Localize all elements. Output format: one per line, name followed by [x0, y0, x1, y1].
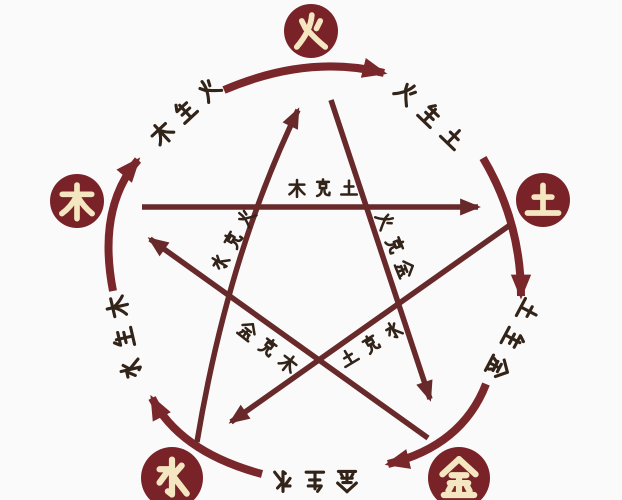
arc-earth-generates-metal [384, 382, 490, 469]
glyph-char [394, 258, 416, 280]
glyph-char [440, 123, 467, 150]
label-water-overcomes-fire [209, 207, 257, 272]
label-metal-overcomes-wood [236, 319, 300, 375]
glyph-char [147, 119, 177, 148]
label-earth-overcomes-water [338, 319, 404, 368]
glyph-char [171, 97, 198, 124]
glyph-char [104, 295, 130, 319]
glyph-char [258, 336, 279, 358]
arc-water-generates-wood [104, 157, 142, 292]
arc-wood-generates-fire [222, 57, 388, 94]
glyph-char [375, 211, 396, 231]
label-water-generates-wood [104, 295, 143, 379]
glyph-char [209, 252, 231, 272]
glyph-char [119, 358, 143, 379]
arc-fire-generates-earth [479, 155, 532, 300]
glyph-char [317, 179, 330, 197]
glyph-char [341, 180, 357, 195]
label-earth-generates-metal [484, 298, 541, 381]
glyph-char [338, 346, 359, 368]
glyph-char [500, 327, 527, 352]
arc-metal-generates-water [148, 394, 264, 478]
glyph-char [306, 472, 324, 492]
glyph-char [289, 179, 305, 197]
label-fire-generates-earth [393, 79, 467, 150]
glyph-char [393, 79, 421, 107]
glyph-char [361, 333, 381, 354]
glyph-char [337, 471, 357, 492]
generating-arcs-layer [104, 57, 532, 478]
line-metal-overcomes-wood [147, 236, 430, 441]
glyph-char [276, 351, 300, 375]
glyph-char [484, 354, 512, 381]
line-earth-overcomes-water [228, 222, 512, 425]
glyph-char [274, 471, 291, 492]
glyph-char [111, 327, 135, 349]
label-metal-generates-water [274, 471, 357, 492]
line-fire-overcomes-metal [328, 99, 433, 402]
label-wood-overcomes-earth [289, 179, 357, 197]
element-metal [428, 447, 490, 500]
line-water-overcomes-fire [194, 107, 301, 443]
glyph-char [383, 319, 404, 341]
element-water [141, 447, 203, 500]
element-wood [50, 174, 104, 228]
glyph-char [195, 75, 222, 103]
overcoming-lines-layer [142, 99, 512, 443]
element-earth [516, 173, 570, 227]
glyph-char [222, 229, 244, 250]
glyph-char [516, 298, 541, 324]
element-fire [284, 4, 338, 58]
glyph-char [385, 236, 406, 255]
glyph-char [236, 319, 259, 342]
label-wood-generates-fire [147, 75, 222, 148]
glyph-char [417, 101, 444, 128]
element-circles-layer [50, 4, 570, 500]
